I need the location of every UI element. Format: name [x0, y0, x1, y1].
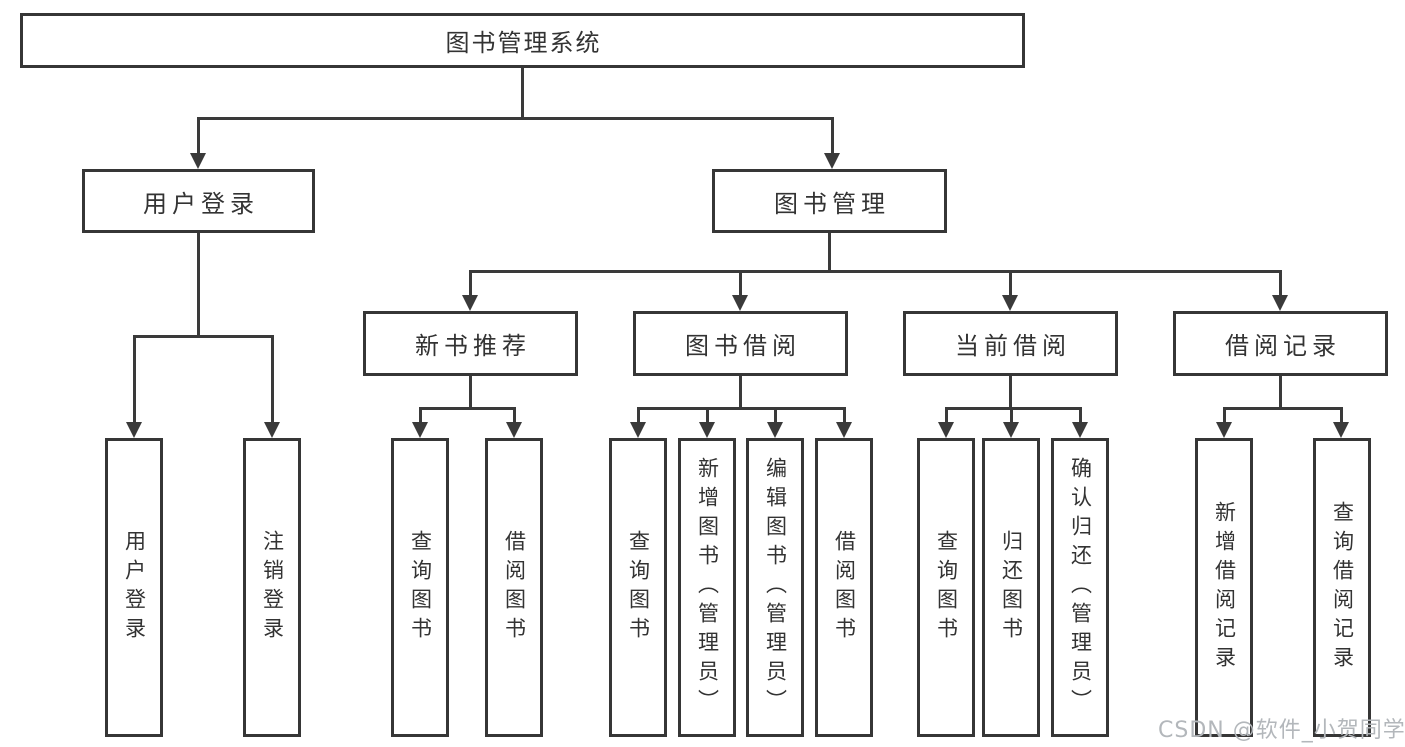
leaf-nb-borrow: 借阅图书: [485, 438, 543, 737]
arrow-to-book-mgmt: [824, 117, 840, 169]
arrow-to-user-login: [190, 117, 206, 169]
leaf-cb-query-label: 查询图书: [934, 529, 959, 646]
leaf-cb-return: 归还图书: [982, 438, 1040, 737]
connector-level3-rail: [468, 270, 1282, 273]
connector-new-books-rail: [418, 407, 516, 410]
leaf-br-add: 新增借阅记录: [1195, 438, 1253, 737]
leaf-cb-query: 查询图书: [917, 438, 975, 737]
connector-root-rail: [197, 117, 834, 120]
node-user-login-label: 用户登录: [143, 189, 259, 218]
arrow-to-leaf-user-login: [126, 335, 142, 438]
leaf-cb-confirm: 确认归还（管理员）: [1051, 438, 1109, 737]
leaf-bb-borrow: 借阅图书: [815, 438, 873, 737]
leaf-logout-label: 注销登录: [260, 529, 285, 646]
node-root: 图书管理系统: [20, 13, 1025, 68]
arrow-to-leaf-logout: [264, 335, 280, 438]
leaf-bb-edit-label: 编辑图书（管理员）: [763, 457, 788, 718]
node-borrow-label: 图书借阅: [685, 332, 801, 360]
connector-borrow-stub: [738, 376, 742, 409]
connector-current-stub: [1008, 376, 1012, 409]
leaf-br-query: 查询借阅记录: [1313, 438, 1371, 737]
node-current: 当前借阅: [903, 311, 1118, 376]
connector-user-login-stub: [196, 233, 200, 337]
leaf-user-login-label: 用户登录: [122, 529, 147, 646]
leaf-br-add-label: 新增借阅记录: [1212, 500, 1237, 675]
node-new-books-label: 新书推荐: [415, 332, 531, 360]
arrow-to-br-add: [1216, 407, 1232, 438]
arrow-to-nb-borrow: [506, 407, 522, 438]
node-new-books: 新书推荐: [363, 311, 578, 376]
arrow-to-bb-edit: [767, 407, 783, 438]
leaf-user-login: 用户登录: [105, 438, 163, 737]
arrow-to-bb-add: [699, 407, 715, 438]
leaf-bb-borrow-label: 借阅图书: [832, 529, 857, 646]
node-root-label: 图书管理系统: [445, 29, 602, 57]
leaf-nb-borrow-label: 借阅图书: [502, 529, 527, 646]
arrow-to-br-query: [1333, 407, 1349, 438]
leaf-logout: 注销登录: [243, 438, 301, 737]
connector-records-stub: [1278, 376, 1282, 409]
node-current-label: 当前借阅: [955, 332, 1071, 360]
node-records-label: 借阅记录: [1225, 332, 1341, 360]
node-book-mgmt: 图书管理: [712, 169, 947, 233]
leaf-bb-query-label: 查询图书: [626, 529, 651, 646]
node-book-mgmt-label: 图书管理: [774, 189, 890, 218]
arrow-to-borrow: [732, 270, 748, 311]
connector-records-rail: [1222, 407, 1343, 410]
connector-new-books-stub: [468, 376, 472, 409]
node-records: 借阅记录: [1173, 311, 1388, 376]
leaf-cb-return-label: 归还图书: [999, 529, 1024, 646]
connector-current-rail: [944, 407, 1082, 410]
leaf-bb-edit: 编辑图书（管理员）: [746, 438, 804, 737]
csdn-watermark: CSDN @软件_小贺同学: [1158, 718, 1405, 743]
leaf-bb-query: 查询图书: [609, 438, 667, 737]
arrow-to-cb-confirm: [1072, 407, 1088, 438]
leaf-bb-add: 新增图书（管理员）: [678, 438, 736, 737]
leaf-br-query-label: 查询借阅记录: [1330, 500, 1355, 675]
connector-borrow-rail: [636, 407, 846, 410]
node-user-login: 用户登录: [82, 169, 315, 233]
leaf-nb-query-label: 查询图书: [408, 529, 433, 646]
connector-user-login-rail: [132, 335, 274, 338]
connector-book-mgmt-stub: [827, 233, 831, 272]
arrow-to-records: [1272, 270, 1288, 311]
arrow-to-bb-query: [630, 407, 646, 438]
arrow-to-cb-return: [1003, 407, 1019, 438]
arrow-to-nb-query: [412, 407, 428, 438]
arrow-to-new-books: [462, 270, 478, 311]
arrow-to-cb-query: [938, 407, 954, 438]
connector-root-trunk: [520, 68, 524, 119]
leaf-cb-confirm-label: 确认归还（管理员）: [1068, 457, 1093, 718]
node-borrow: 图书借阅: [633, 311, 848, 376]
arrow-to-bb-borrow: [836, 407, 852, 438]
leaf-nb-query: 查询图书: [391, 438, 449, 737]
arrow-to-current: [1002, 270, 1018, 311]
leaf-bb-add-label: 新增图书（管理员）: [695, 457, 720, 718]
